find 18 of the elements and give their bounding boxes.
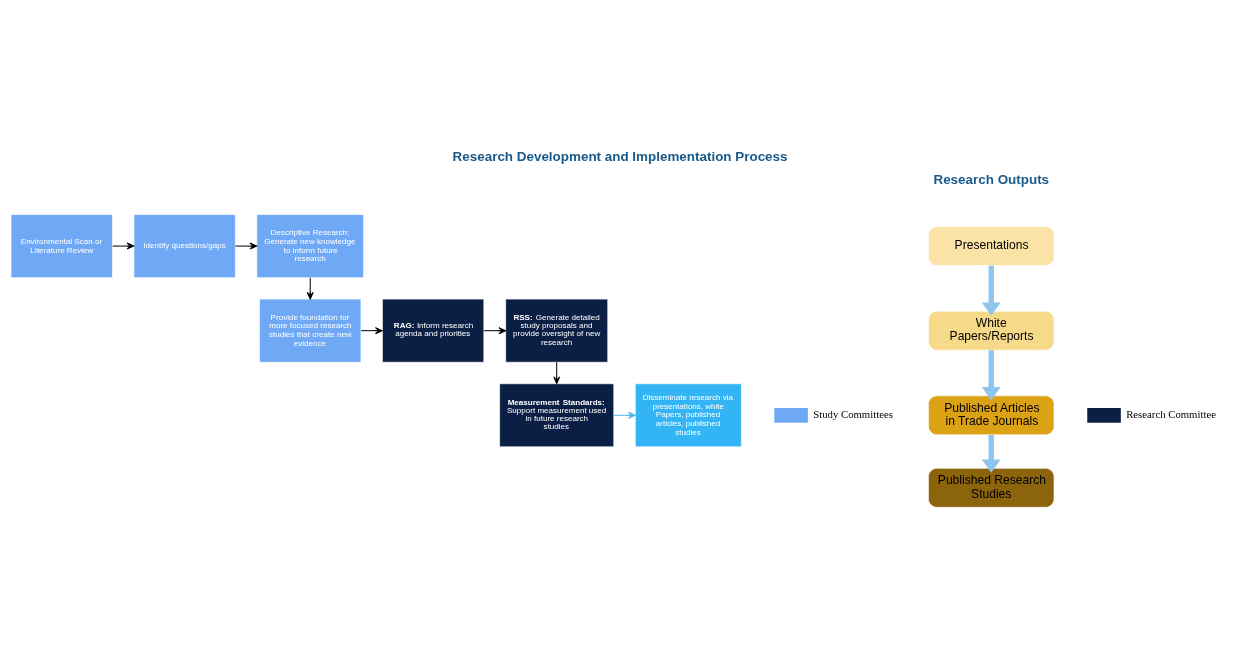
arrow: [981, 265, 1001, 316]
label: Research Outputs: [933, 171, 1050, 187]
arrow: [483, 327, 507, 335]
arrow: [981, 434, 1001, 473]
arrow: [234, 242, 258, 250]
diagram-title: Research Development and Implementation Process: [452, 149, 788, 165]
legend-label: Study Committees: [813, 407, 893, 420]
node-box: Published Research Studies: [928, 468, 1055, 508]
node-box: Published Articles in Trade Journals: [928, 395, 1055, 436]
arrow: [360, 327, 383, 335]
arrow: [981, 350, 1001, 401]
arrow: [112, 242, 135, 250]
legend-label: Research Committee: [1126, 407, 1216, 420]
node-box: Presentations: [928, 226, 1055, 266]
arrow: [553, 361, 561, 385]
arrow: [306, 277, 314, 300]
node-box: White Papers/Reports: [928, 310, 1055, 351]
arrow: [613, 411, 636, 419]
